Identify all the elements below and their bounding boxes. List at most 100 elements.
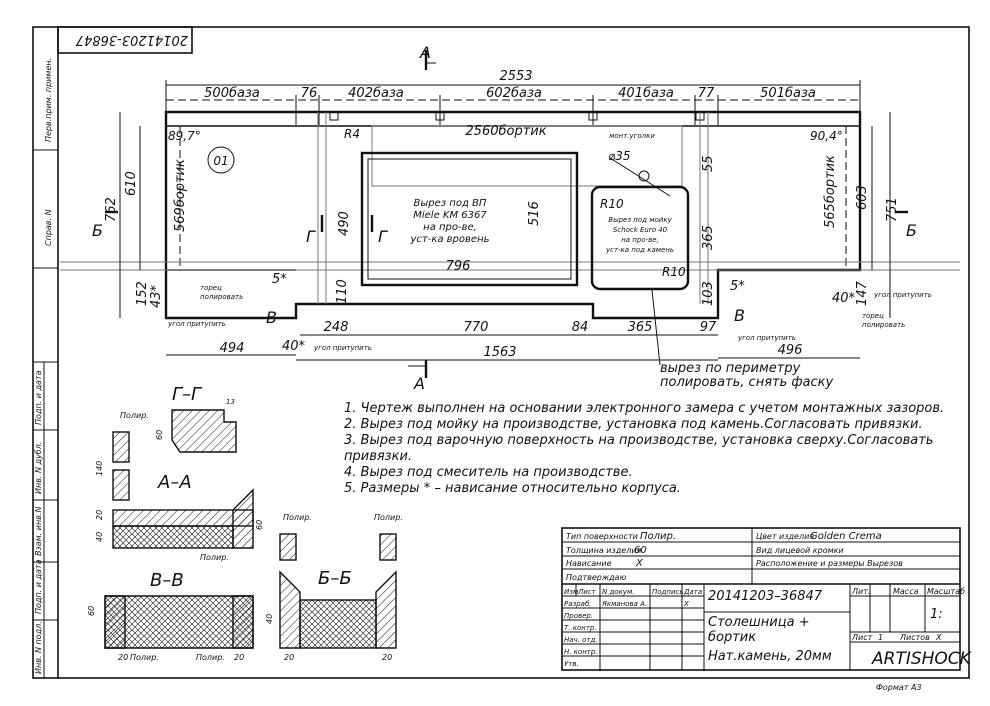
note-2: 2. Вырез под мойку на производстве, уста… bbox=[344, 417, 923, 432]
dim-a5-left: 5* bbox=[272, 272, 287, 287]
section-bb-40: 40 bbox=[265, 614, 274, 624]
tb-code: 20141203–36847 bbox=[708, 589, 823, 604]
sink-cut-line-2: на про-ве, bbox=[621, 236, 659, 244]
tb-scale-val: 1: bbox=[930, 607, 943, 622]
dim-top-2: 402база bbox=[348, 86, 404, 101]
dim-top-4: 401база bbox=[618, 86, 674, 101]
dim-sink-h: 365 bbox=[701, 225, 716, 250]
tb-company: ARTISHOCK bbox=[871, 649, 973, 669]
code-box bbox=[57, 26, 193, 54]
note-3: 3. Вырез под варочную поверхность на про… bbox=[344, 433, 933, 448]
dim-right-h3: 147 bbox=[855, 280, 870, 306]
section-vv-title: В–В bbox=[150, 570, 184, 591]
section-aa-title: А–А bbox=[157, 472, 192, 493]
tb-row-0: Разраб. bbox=[564, 600, 592, 608]
dim-b97: 97 bbox=[700, 320, 717, 335]
tb-overhang-val: X bbox=[635, 558, 644, 569]
dim-b365: 365 bbox=[628, 320, 653, 335]
sec-v-right: В bbox=[734, 306, 745, 325]
tb-head-list: Лист bbox=[577, 588, 597, 596]
section-aa-140: 140 bbox=[95, 461, 104, 476]
sec-b-left: Б bbox=[92, 221, 103, 240]
side-label-6: Инв. N подл. bbox=[34, 621, 43, 674]
dim-a89: 89,7° bbox=[168, 129, 201, 143]
tb-overhang: Нависание bbox=[566, 559, 612, 568]
tb-format: Формат А3 bbox=[876, 683, 922, 692]
tb-cut-layout: Расположение и размеры Вырезов bbox=[756, 559, 903, 568]
tb-sheets-n: X bbox=[935, 633, 942, 642]
label-mont-corner: монт.уголки bbox=[609, 132, 655, 140]
side-label-0: Перв.прим. примен. bbox=[44, 58, 53, 142]
code-box-text: 20141203-36847 bbox=[75, 32, 188, 47]
sec-g-right: Г bbox=[378, 227, 388, 246]
section-vv-20a: 20 bbox=[118, 653, 128, 662]
tb-surface-val: Полир. bbox=[640, 531, 676, 542]
tb-mass: Масса bbox=[893, 587, 919, 596]
hob-cut-line-0: Вырез под ВП bbox=[414, 198, 487, 209]
section-bb-20a: 20 bbox=[284, 653, 294, 662]
item-bubble bbox=[207, 146, 235, 174]
section-gg-60: 60 bbox=[155, 430, 164, 440]
tb-thickness-val: 60 bbox=[634, 545, 647, 556]
tb-color: Цвет изделия bbox=[756, 532, 814, 541]
section-bb-title: Б–Б bbox=[318, 568, 352, 589]
sec-v-left: В bbox=[266, 308, 277, 327]
dim-left-h2: 610 bbox=[124, 171, 139, 196]
notes: 1. Чертеж выполнен на основании электрон… bbox=[344, 401, 944, 496]
note-3b: привязки. bbox=[344, 449, 412, 464]
torec-left-1: полировать bbox=[200, 293, 243, 301]
corner-round-rr: угол притупить bbox=[873, 291, 932, 299]
corner-round-mid: угол притупить bbox=[313, 344, 372, 352]
dim-b494: 494 bbox=[220, 341, 245, 356]
section-vv-polir2: Полир. bbox=[196, 653, 225, 662]
tb-head-sign: Подпись bbox=[652, 588, 684, 596]
tb-material: Нат.камень, 20мм bbox=[708, 649, 832, 664]
dim-b770: 770 bbox=[464, 320, 489, 335]
dim-a40-left: 40* bbox=[282, 339, 306, 354]
section-bb-polir-r: Полир. bbox=[374, 513, 403, 522]
section-gg-13: 13 bbox=[226, 398, 235, 406]
tb-head-izm: Изм bbox=[564, 588, 579, 596]
sink-cut-line-0: Вырез под мойку bbox=[608, 216, 672, 224]
corner-round-right: угол притупить bbox=[737, 334, 796, 342]
side-label-1: Справ. N bbox=[44, 209, 53, 246]
side-label-4: Взам. инв.N bbox=[34, 507, 43, 556]
side-stamp: Перв.прим. примен. Справ. N Подп. и дата… bbox=[33, 58, 58, 678]
section-aa-polir: Полир. bbox=[120, 411, 149, 420]
dim-top-1: 76 bbox=[301, 86, 318, 101]
dim-overall: 2553 bbox=[499, 69, 532, 84]
tb-row-3: Нач. отд. bbox=[564, 636, 598, 644]
section-aa-20: 20 bbox=[95, 510, 104, 520]
dim-cut-516: 516 bbox=[527, 201, 542, 226]
plan-view: 2553 500база 76 402база 602база 401база … bbox=[60, 43, 960, 393]
sec-a-top: А bbox=[419, 43, 431, 62]
dim-left-h3: 152 bbox=[135, 281, 150, 306]
tb-row-1: Провер. bbox=[564, 612, 593, 620]
item-number: 01 bbox=[213, 154, 228, 168]
dim-b248: 248 bbox=[324, 320, 349, 335]
tb-name-1: Столешница + bbox=[708, 615, 810, 630]
corner-round-left: угол притупить bbox=[167, 320, 226, 328]
section-bb-20b: 20 bbox=[382, 653, 392, 662]
note-5: 5. Размеры * – нависание относительно ко… bbox=[344, 481, 681, 496]
dim-a90: 90,4° bbox=[810, 129, 843, 143]
dim-top-3: 602база bbox=[486, 86, 542, 101]
section-gg-title: Г–Г bbox=[172, 384, 203, 405]
dim-right-rim: 565бортик bbox=[823, 155, 838, 228]
dim-top-6: 501база bbox=[760, 86, 816, 101]
dim-left-rim: 569бортик bbox=[173, 159, 188, 232]
sink-cut-line-1: Schock Euro 40 bbox=[613, 226, 668, 234]
dim-left-h1: 762 bbox=[104, 197, 119, 222]
dim-a43: 43* bbox=[149, 284, 164, 308]
dim-r4: R4 bbox=[344, 127, 360, 141]
tb-lit: Лит. bbox=[851, 587, 870, 596]
hob-cut-line-2: на про-ве, bbox=[423, 222, 477, 233]
side-label-5: Подп. и дата bbox=[34, 559, 43, 614]
tb-row-5: Утв. bbox=[564, 660, 579, 668]
dim-b84: 84 bbox=[572, 320, 589, 335]
tb-sheet: Лист bbox=[851, 633, 873, 642]
hob-cut-line-1: Miele KM 6367 bbox=[413, 210, 487, 221]
torec-left-0: торец bbox=[200, 284, 222, 292]
section-bb-polir-l: Полир. bbox=[283, 513, 312, 522]
